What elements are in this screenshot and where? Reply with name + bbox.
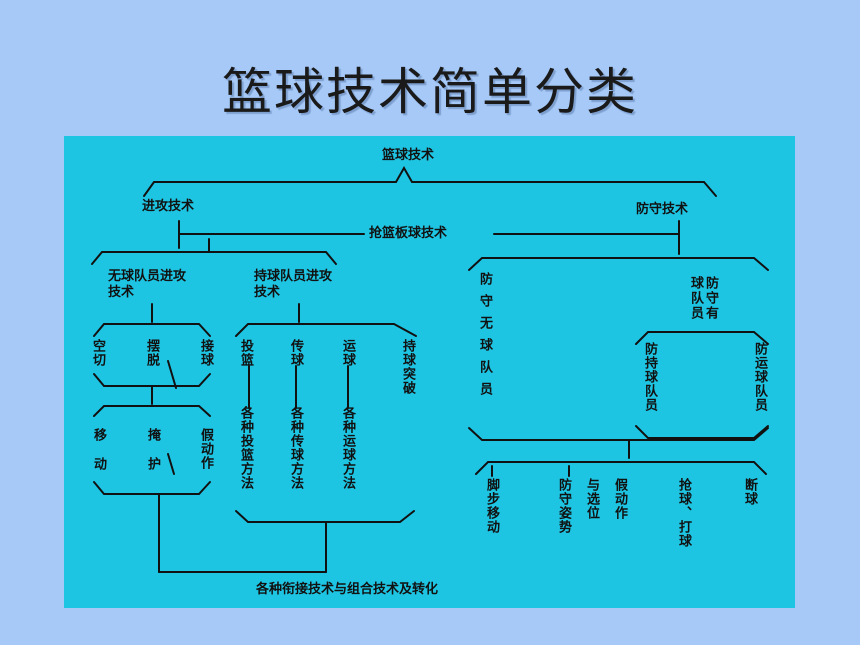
offense-label: 进攻技术: [142, 199, 195, 214]
steal-label: 抢球、打球: [676, 478, 691, 548]
stance-label: 防守姿势: [556, 478, 571, 534]
pass-label: 传球: [288, 339, 303, 367]
shoot-label: 投篮: [238, 339, 253, 367]
rebound-label: 抢篮板球技术: [369, 226, 448, 241]
screen-label: 掩护: [145, 428, 160, 486]
pass-methods-label: 各种传球方法: [288, 406, 303, 490]
shoot-methods-label: 各种投篮方法: [238, 406, 253, 490]
offense-with-ball-label: 持球队员进攻技术: [254, 269, 333, 300]
footwork-label: 脚步移动: [484, 478, 499, 534]
move-label: 移动: [91, 428, 106, 486]
cut-label: 空切: [90, 339, 105, 367]
classification-diagram: 篮球技术 进攻技术 防守技术 抢篮板球技术 无球队员进攻技术 持球队员进攻技术 …: [64, 136, 795, 608]
intercept-label: 断球: [742, 478, 757, 506]
fake-label: 假动作: [198, 428, 213, 470]
shake-off-label: 摆脱: [144, 339, 159, 367]
slide-title: 篮球技术简单分类: [222, 63, 638, 121]
dribble-methods-label: 各种运球方法: [340, 406, 355, 490]
defense-fake-label: 假动作: [612, 478, 627, 520]
footer-label: 各种衔接技术与组合技术及转化: [256, 582, 439, 597]
receive-label: 接球: [198, 339, 213, 367]
root-label: 篮球技术: [382, 148, 435, 163]
positioning-label: 与选位: [584, 478, 599, 520]
defend-no-ball-label: 防守无球队员: [477, 272, 492, 404]
defend-holder-label: 防持球队员: [642, 342, 657, 412]
defend-has-ball-text: 防守有球队员: [688, 276, 718, 321]
dribble-label: 运球: [340, 339, 355, 367]
defend-has-ball-label: 防守有球队员: [688, 276, 740, 326]
defend-dribbler-label: 防运球队员: [752, 342, 767, 412]
diagram-connectors: [91, 165, 769, 573]
breakthrough-label: 持球突破: [400, 339, 415, 395]
defense-label: 防守技术: [636, 202, 689, 217]
offense-no-ball-label: 无球队员进攻技术: [108, 269, 187, 300]
